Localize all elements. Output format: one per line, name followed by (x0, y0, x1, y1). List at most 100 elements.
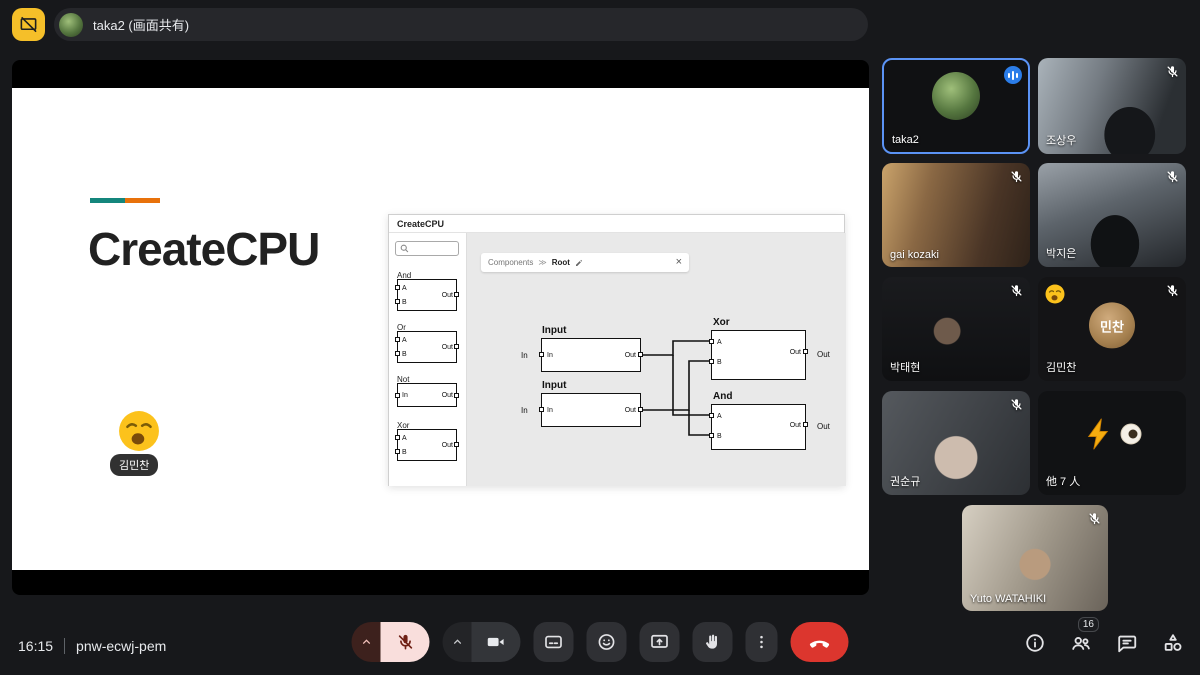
meeting-panels: 16 (1024, 617, 1184, 654)
slide-accent-line (90, 198, 160, 203)
pin-label: Out (624, 352, 636, 359)
video-tile-others[interactable]: 他 7 人 (1038, 391, 1186, 495)
divider (64, 638, 66, 654)
pin (454, 292, 459, 297)
chat-button[interactable] (1116, 632, 1138, 654)
video-tile-gai-kozaki[interactable]: gai kozaki (882, 163, 1030, 267)
pin-label: Out (441, 442, 453, 449)
presenter-label: taka2 (画面共有) (93, 18, 190, 33)
activities-button[interactable] (1162, 632, 1184, 654)
more-options-button[interactable] (745, 622, 778, 662)
tile-name: taka2 (892, 134, 919, 146)
avatar: 민찬 (1089, 302, 1135, 349)
palette-label-not: Not (397, 375, 410, 384)
presentation-slide: CreateCPU 김민찬 CreateCPU (12, 88, 869, 570)
pin-label: Out (789, 422, 801, 429)
mic-options-chevron[interactable] (351, 622, 381, 662)
mic-off-icon (1165, 283, 1180, 298)
tile-name: 김민찬 (1046, 362, 1077, 374)
video-tile-taka2[interactable]: taka2 (882, 58, 1030, 154)
node-title-input1: Input (542, 325, 567, 336)
breadcrumb-separator-icon: ≫ (538, 258, 547, 267)
pin-label: A (402, 285, 407, 292)
present-button[interactable] (639, 622, 680, 662)
pin (803, 422, 808, 427)
pin (539, 352, 544, 357)
audio-indicator-icon (1004, 66, 1022, 84)
mute-button[interactable] (380, 622, 430, 662)
pin-label: Out (441, 292, 453, 299)
mic-off-icon (1087, 511, 1102, 526)
captions-button[interactable] (533, 622, 574, 662)
component-panel: And A B Out Or A B Out (389, 233, 467, 486)
node-title-and: And (713, 391, 733, 402)
camera-control (442, 622, 521, 662)
pin (454, 344, 459, 349)
pin-label: B (402, 351, 407, 358)
video-tile-kwonsoonkyu[interactable]: 권순규 (882, 391, 1030, 495)
palette-gate-and: A B Out (395, 279, 459, 311)
screen-share-status-button[interactable] (12, 8, 45, 41)
camera-button[interactable] (471, 622, 521, 662)
raise-hand-button[interactable] (692, 622, 733, 662)
pin-label: B (717, 359, 722, 366)
presentation-off-icon (19, 15, 38, 34)
node-title-xor: Xor (713, 317, 730, 328)
pin-label: In (402, 392, 408, 399)
end-call-button[interactable] (790, 622, 849, 662)
palette-gate-or: A B Out (395, 331, 459, 363)
tile-name: 박태현 (890, 362, 921, 374)
port-label-in1: In (521, 351, 528, 360)
edit-icon (575, 259, 583, 267)
app-title: CreateCPU (397, 218, 445, 229)
video-tile-parkjieun[interactable]: 박지은 (1038, 163, 1186, 267)
pin-label: In (547, 352, 553, 359)
video-tile-josangwoo[interactable]: 조상우 (1038, 58, 1186, 154)
pin-label: B (402, 299, 407, 306)
breadcrumb-page: Root (551, 258, 570, 267)
app-window-screenshot: CreateCPU And A B (388, 214, 846, 486)
call-controls (351, 622, 849, 662)
info-button[interactable] (1024, 632, 1046, 654)
pin-label: A (402, 435, 407, 442)
video-tile-kimminchan[interactable]: 민찬 김민찬 (1038, 277, 1186, 381)
node-input1: In Out (539, 338, 643, 372)
reaction-overlay: 김민찬 (110, 410, 190, 476)
participant-count-badge: 16 (1077, 617, 1099, 632)
tile-name: 박지은 (1046, 248, 1077, 260)
node-title-input2: Input (542, 380, 567, 391)
pin (395, 393, 400, 398)
palette-label-and: And (397, 271, 412, 280)
pin-label: Out (624, 407, 636, 414)
pin (539, 407, 544, 412)
presenter-pill[interactable]: taka2 (画面共有) (54, 8, 868, 41)
pin (395, 449, 400, 454)
reaction-emoji (118, 410, 160, 452)
people-button[interactable]: 16 (1070, 617, 1099, 654)
pin (709, 433, 714, 438)
video-tile-parktaehyun[interactable]: 박태현 (882, 277, 1030, 381)
pin-label: A (402, 337, 407, 344)
lightning-emoji-icon (1087, 418, 1109, 450)
palette-label-or: Or (397, 323, 406, 332)
pin (709, 413, 714, 418)
video-tile-yuto-watahiki[interactable]: Yuto WATAHIKI (962, 505, 1108, 611)
camera-options-chevron[interactable] (442, 622, 472, 662)
pin (395, 299, 400, 304)
tile-name: Yuto WATAHIKI (970, 593, 1047, 605)
presenter-avatar (59, 12, 83, 37)
shared-screen-stage: CreateCPU 김민찬 CreateCPU (12, 60, 869, 595)
pin-label: B (717, 433, 722, 440)
pin (709, 339, 714, 344)
pin (395, 435, 400, 440)
mic-off-icon (1009, 283, 1024, 298)
reaction-emojis (1038, 391, 1186, 477)
pin-label: Out (441, 344, 453, 351)
mic-off-icon (1009, 397, 1024, 412)
reactions-button[interactable] (586, 622, 627, 662)
accent-orange (125, 198, 160, 203)
search-icon (400, 244, 409, 253)
meeting-info: 16:15 pnw-ecwj-pem (18, 638, 166, 654)
pin-label: B (402, 449, 407, 456)
circuit-canvas: Components ≫ Root × Input In (467, 233, 846, 486)
